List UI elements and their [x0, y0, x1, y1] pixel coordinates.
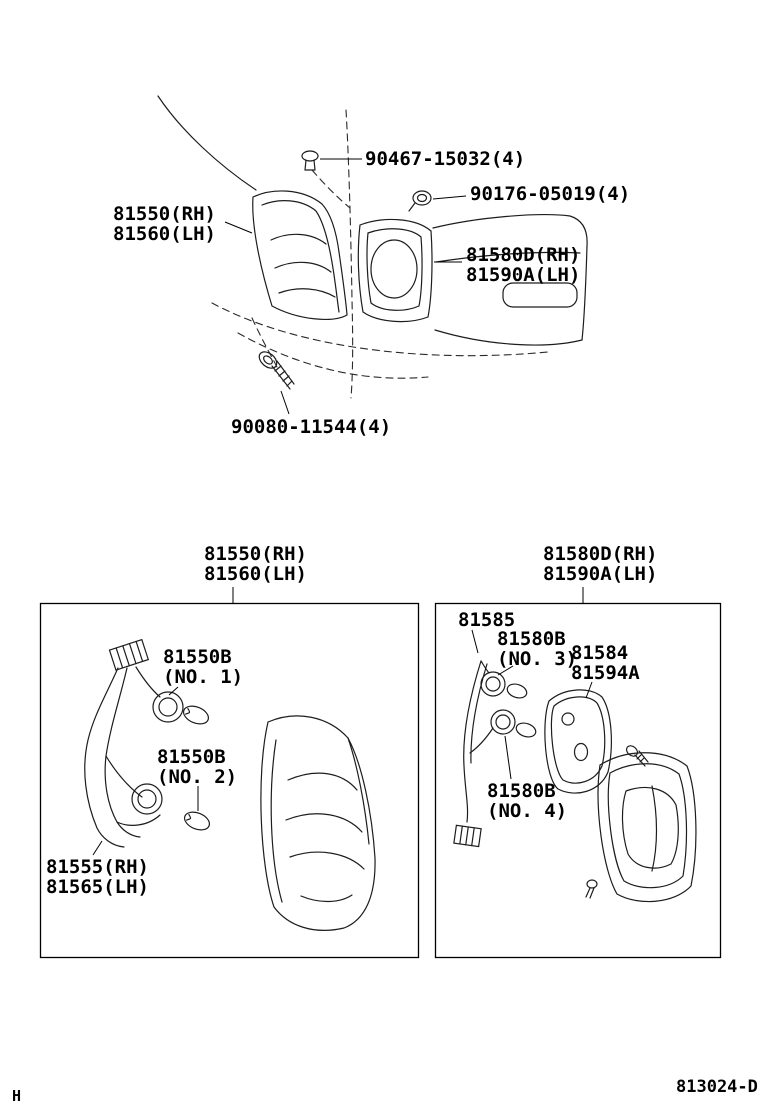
bulb-socket-4 [490, 709, 516, 735]
nut-part-number: 90176-05019(4) [470, 183, 631, 205]
bulb2-label: 81550B (NO. 2) [157, 747, 237, 787]
bulb4-part-number: 81580B [487, 780, 556, 802]
bulb3-part-number: 81580B [497, 628, 566, 650]
license-garnish-drawing [502, 282, 578, 308]
clip-part-number: 90467-15032(4) [365, 148, 526, 170]
bulb-2 [183, 811, 211, 831]
bulb3-number-note: (NO. 3) [497, 648, 578, 670]
harness-cord-part-numbers: 81555(RH) 81565(LH) [46, 857, 149, 897]
harness-cord-rh-label: 81555(RH) [46, 856, 149, 878]
bulb-socket-1 [152, 691, 184, 723]
gasket-drawing [544, 689, 612, 794]
bulb2-part-number: 81550B [157, 746, 226, 768]
inner-lamp-rh-label: 81580D(RH) [466, 244, 581, 266]
right-box-title: 81580D(RH) 81590A(LH) [543, 544, 657, 584]
bulb2-number-note: (NO. 2) [157, 766, 238, 788]
wiring-harness-drawing [84, 638, 161, 848]
inner-lens-drawing [597, 752, 697, 903]
bulb3-label: 81580B (NO. 3) [497, 629, 577, 669]
harness-cord-lh-label: 81565(LH) [46, 876, 149, 898]
leader-lines-right-box [471, 629, 593, 780]
left-box-title: 81550(RH) 81560(LH) [204, 544, 307, 584]
outer-lamp-lh-label: 81560(LH) [113, 223, 216, 245]
bolt-icon [258, 351, 295, 390]
bolt-part-number: 90080-11544(4) [231, 416, 392, 438]
clip-icon [301, 150, 319, 171]
leader-lines-left-box [92, 686, 199, 856]
harness-connector [108, 638, 150, 671]
bulb1-number-note: (NO. 1) [163, 666, 244, 688]
gasket-screw-icon [625, 745, 649, 767]
nut-icon [408, 190, 432, 212]
bulb1-part-number: 81550B [163, 646, 232, 668]
outer-lamp-drawing [252, 190, 348, 320]
bulb-4 [515, 722, 537, 738]
bulb4-label: 81580B (NO. 4) [487, 781, 567, 821]
figure-code: 813024-D [676, 1077, 758, 1097]
bulb-3 [506, 683, 528, 699]
outer-lens-drawing [260, 715, 376, 931]
leader-lines-top [224, 158, 467, 415]
left-box-title-lh: 81560(LH) [204, 563, 307, 585]
right-parts-box [434, 602, 722, 959]
bulb-1 [182, 705, 210, 725]
bulb-socket-2 [131, 783, 163, 815]
gasket-part-numbers: 81584 81594A [571, 643, 640, 683]
bulb1-label: 81550B (NO. 1) [163, 647, 243, 687]
body-gasket-part-number: 81594A [571, 662, 640, 684]
outer-lamp-part-numbers: 81550(RH) 81560(LH) [113, 204, 216, 244]
cord-connector [453, 824, 482, 848]
right-box-title-lh: 81590A(LH) [543, 563, 658, 585]
lens-screw-icon [585, 879, 598, 899]
inner-lamp-cord-drawing [453, 660, 494, 848]
page-letter: H [12, 1087, 22, 1105]
outer-lamp-rh-label: 81550(RH) [113, 203, 216, 225]
car-body-sketch [157, 95, 588, 399]
inner-lamp-lh-label: 81590A(LH) [466, 264, 581, 286]
cord-part-number: 81585 [458, 609, 516, 631]
left-box-title-rh: 81550(RH) [204, 543, 307, 565]
inner-lamp-part-numbers: 81580D(RH) 81590A(LH) [466, 245, 580, 285]
bulb-socket-3 [480, 671, 506, 697]
right-box-title-rh: 81580D(RH) [543, 543, 658, 565]
gasket-part-number: 81584 [571, 642, 629, 664]
left-parts-box [39, 602, 420, 959]
inner-lamp-drawing [357, 218, 433, 323]
bulb4-number-note: (NO. 4) [487, 800, 568, 822]
